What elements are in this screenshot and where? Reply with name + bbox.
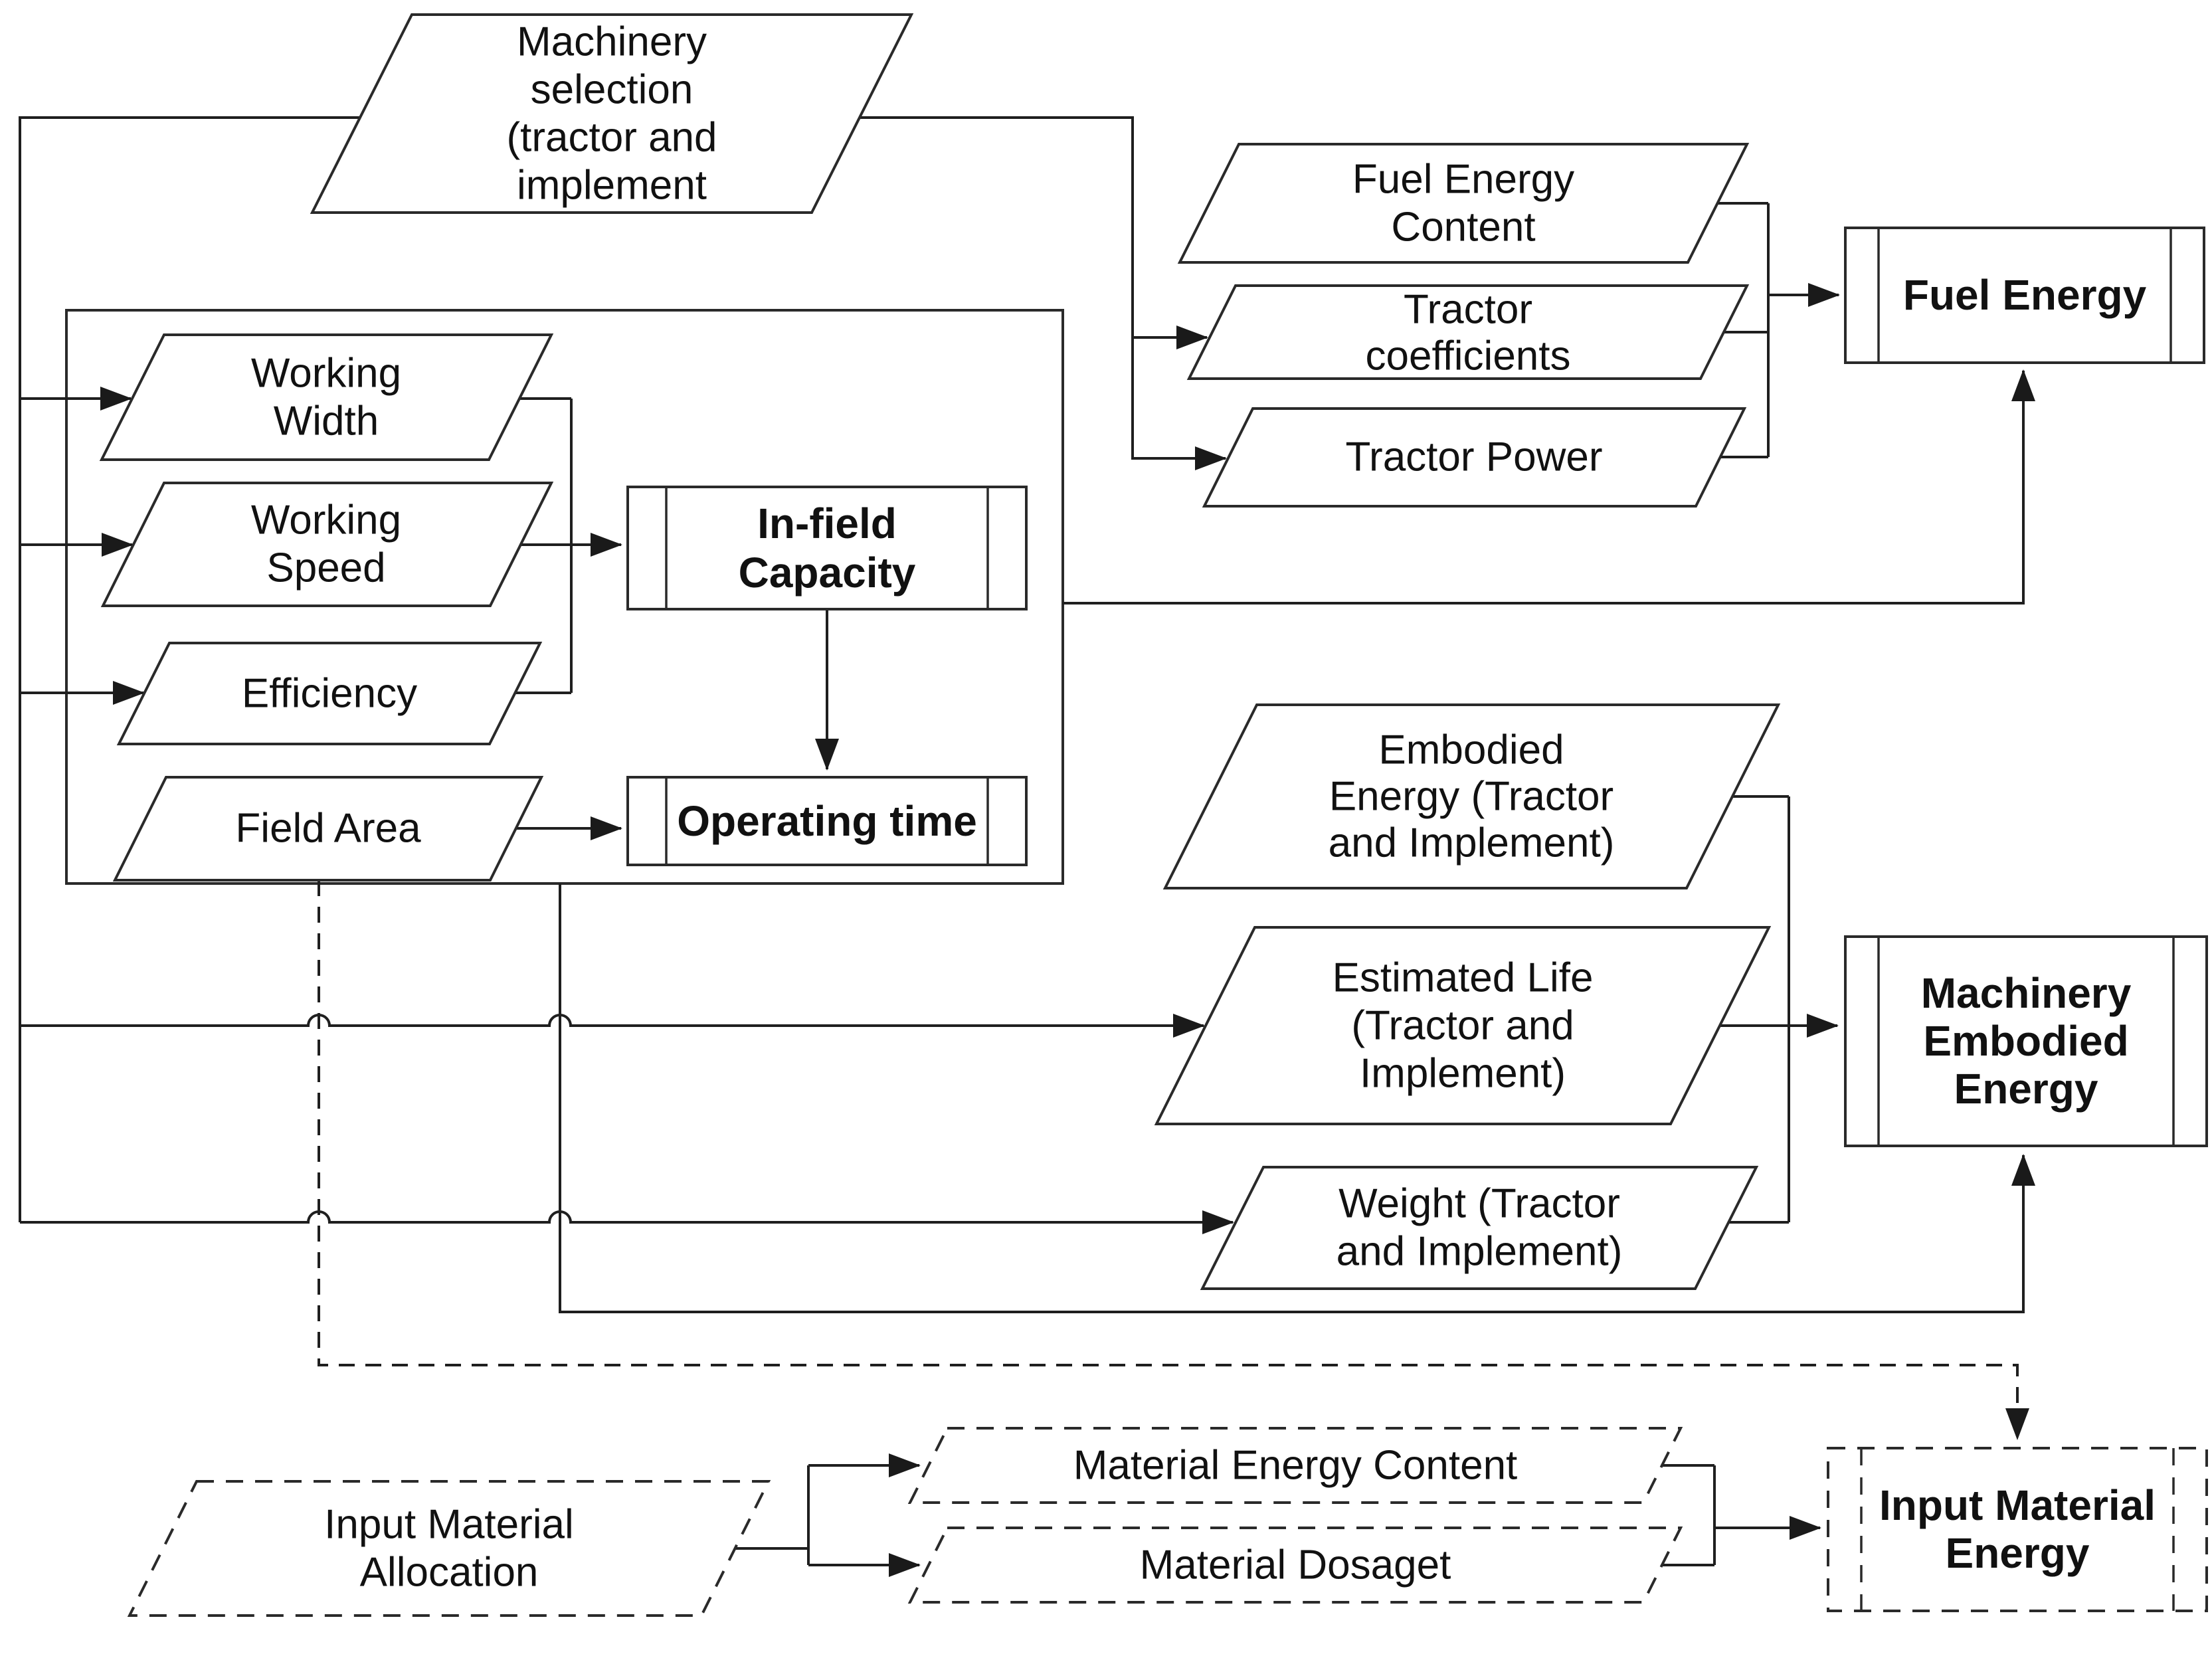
- operating-time-label: Operating time: [677, 797, 977, 845]
- edge-machinery-left-spine: [19, 116, 360, 1222]
- machinery-selection-label: implement: [517, 163, 707, 209]
- in-field-capacity-label: Capacity: [739, 549, 916, 597]
- field-area-label: Field Area: [235, 806, 421, 852]
- node-operating-time: Operating time: [626, 776, 1028, 866]
- input-material-energy-label: Input Material: [1879, 1481, 2156, 1529]
- tractor-coefficients-label: Tractor: [1404, 287, 1532, 333]
- input-material-energy-label: Energy: [1946, 1529, 2090, 1577]
- embodied-energy-label: Embodied: [1378, 727, 1564, 773]
- node-machinery-embodied-energy: Machinery Embodied Energy: [1844, 935, 2208, 1147]
- node-machinery-selection: Machinery selection (tractor and impleme…: [310, 13, 914, 214]
- efficiency-shape: [116, 642, 543, 745]
- edges: [19, 116, 2035, 1577]
- fuel-energy-content-label: Content: [1391, 205, 1535, 250]
- arrow-into-weight: [20, 1210, 1234, 1234]
- weight-shape: [1200, 1166, 1759, 1290]
- node-in-field-capacity: In-field Capacity: [626, 486, 1028, 610]
- estimated-life-shape: [1154, 926, 1772, 1125]
- tractor-coefficients-label: coefficients: [1365, 333, 1570, 379]
- weight-label: and Implement): [1336, 1229, 1623, 1275]
- arrow-operating-time-to-machinery-embodied-energy: [559, 883, 2035, 1313]
- in-field-capacity-label: In-field: [757, 500, 897, 547]
- input-material-allocation-label: Allocation: [360, 1550, 539, 1596]
- machinery-embodied-energy-shape: [1844, 935, 2208, 1147]
- capacity-module-container: [65, 309, 1064, 885]
- machinery-embodied-energy-label: Energy: [1954, 1065, 2098, 1113]
- tractor-coefficients-shape: [1186, 284, 1750, 380]
- node-tractor-power: Tractor Power: [1202, 407, 1747, 508]
- input-material-allocation-shape: [127, 1480, 771, 1617]
- tractor-power-label: Tractor Power: [1345, 434, 1602, 480]
- node-working-speed: Working Speed: [100, 482, 554, 607]
- arrow-into-estimated-life: [20, 1014, 1205, 1038]
- machinery-embodied-energy-label: Machinery: [1921, 969, 2132, 1017]
- material-dosaget-shape: [907, 1527, 1683, 1604]
- node-material-energy-content: Material Energy Content: [907, 1427, 1683, 1504]
- arrow-capacity-to-fuel-energy: [1063, 369, 2035, 604]
- node-input-material-allocation: Input Material Allocation: [127, 1480, 771, 1617]
- working-width-shape: [99, 333, 554, 461]
- machinery-selection-label: (tractor and: [506, 115, 717, 161]
- machinery-selection-label: Machinery: [517, 19, 707, 65]
- node-fuel-energy-content: Fuel Energy Content: [1177, 143, 1750, 264]
- node-efficiency: Efficiency: [116, 642, 543, 745]
- working-speed-label: Speed: [266, 545, 385, 591]
- arrow-field-area-to-input-material-energy: [318, 880, 2029, 1440]
- operating-time-shape: [626, 776, 1028, 866]
- material-dosaget-label: Material Dosaget: [1140, 1542, 1451, 1588]
- fuel-energy-label: Fuel Energy: [1903, 271, 2147, 319]
- node-embodied-energy: Embodied Energy (Tractor and Implement): [1162, 703, 1781, 889]
- working-width-label: Width: [274, 399, 379, 444]
- node-fuel-energy: Fuel Energy: [1844, 227, 2205, 364]
- embodied-energy-label: and Implement): [1329, 820, 1615, 866]
- machinery-selection-shape: [310, 13, 914, 214]
- estimated-life-label: Estimated Life: [1333, 955, 1594, 1001]
- embodied-energy-shape: [1162, 703, 1781, 889]
- fuel-energy-content-shape: [1177, 143, 1750, 264]
- working-width-label: Working: [251, 351, 401, 397]
- node-weight: Weight (Tractor and Implement): [1200, 1166, 1759, 1290]
- node-tractor-coefficients: Tractor coefficients: [1186, 284, 1750, 380]
- material-energy-content-label: Material Energy Content: [1073, 1443, 1518, 1489]
- working-speed-shape: [100, 482, 554, 607]
- tractor-power-shape: [1202, 407, 1747, 508]
- field-area-shape: [112, 776, 544, 881]
- arrow-into-tractor-power: [858, 116, 1227, 470]
- weight-label: Weight (Tractor: [1338, 1181, 1620, 1227]
- estimated-life-label: (Tractor and: [1351, 1003, 1574, 1049]
- fuel-energy-content-label: Fuel Energy: [1352, 157, 1574, 203]
- input-material-allocation-label: Input Material: [324, 1502, 574, 1548]
- efficiency-label: Efficiency: [242, 671, 417, 717]
- estimated-life-label: Implement): [1360, 1051, 1566, 1097]
- node-working-width: Working Width: [99, 333, 554, 461]
- node-estimated-life: Estimated Life (Tractor and Implement): [1154, 926, 1772, 1125]
- input-material-energy-shape: [1827, 1447, 2208, 1612]
- embodied-energy-label: Energy (Tractor: [1329, 774, 1613, 820]
- machinery-embodied-energy-label: Embodied: [1923, 1017, 2128, 1065]
- working-speed-label: Working: [251, 498, 401, 543]
- machinery-selection-label: selection: [531, 67, 693, 113]
- in-field-capacity-shape: [626, 486, 1028, 610]
- fuel-energy-shape: [1844, 227, 2205, 364]
- material-energy-content-shape: [907, 1427, 1683, 1504]
- node-material-dosaget: Material Dosaget: [907, 1527, 1683, 1604]
- node-field-area: Field Area: [112, 776, 544, 881]
- node-input-material-energy: Input Material Energy: [1827, 1447, 2208, 1612]
